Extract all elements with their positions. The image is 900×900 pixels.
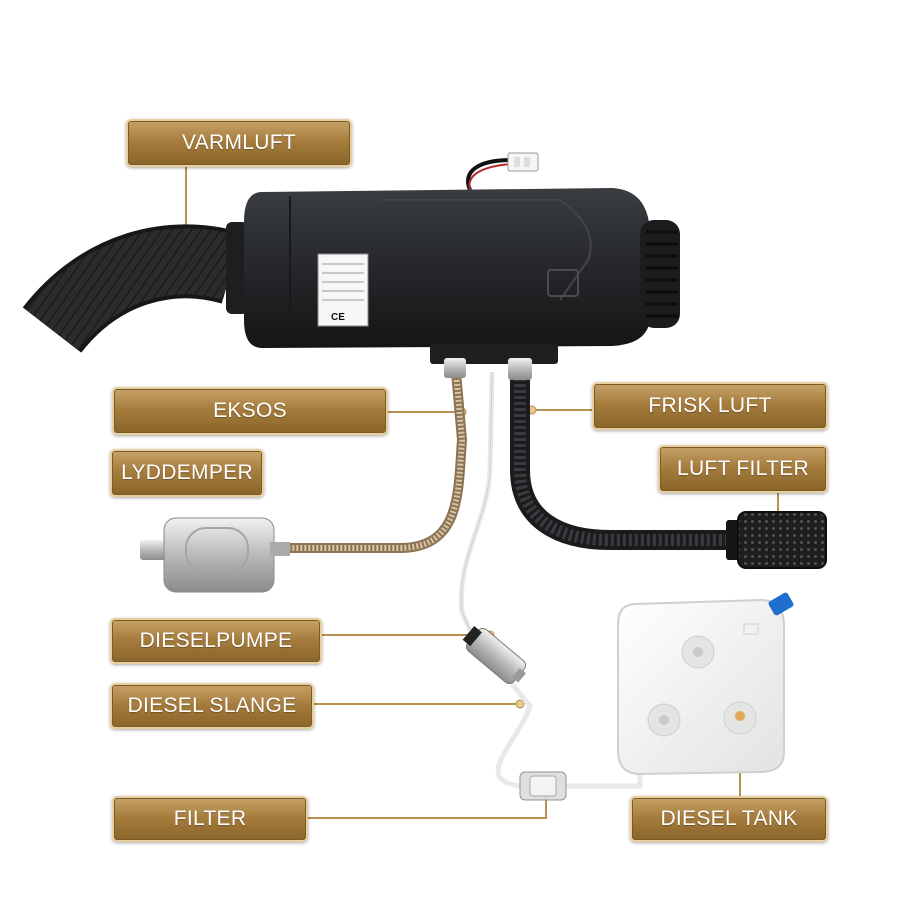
label-eksos: EKSOS <box>112 387 388 435</box>
fresh-air-tube <box>508 358 730 550</box>
ce-mark: CE <box>331 312 345 323</box>
air-filter <box>726 511 827 569</box>
label-diesel-tank: DIESEL TANK <box>630 796 828 842</box>
exhaust-pipe <box>286 358 468 553</box>
fuel-filter <box>519 771 567 801</box>
warm-air-hose <box>22 222 248 354</box>
leader-line-filter <box>308 790 547 819</box>
heater-unit <box>244 188 680 364</box>
muffler <box>140 517 290 593</box>
power-cable <box>466 152 539 191</box>
nameplate: CE <box>317 253 369 327</box>
label-luft-filter: LUFT FILTER <box>658 445 828 493</box>
leader-lines <box>185 167 779 819</box>
label-diesel-slange: DIESEL SLANGE <box>110 683 314 729</box>
label-lyddemper: LYDDEMPER <box>110 449 264 497</box>
label-varmluft: VARMLUFT <box>126 119 352 167</box>
label-filter: FILTER <box>112 796 308 842</box>
diesel-tank <box>617 592 794 776</box>
diesel-pump <box>462 625 527 685</box>
fuel-line <box>458 371 643 789</box>
label-dieselpumpe: DIESELPUMPE <box>110 618 322 664</box>
label-frisk-luft: FRISK LUFT <box>592 382 828 430</box>
